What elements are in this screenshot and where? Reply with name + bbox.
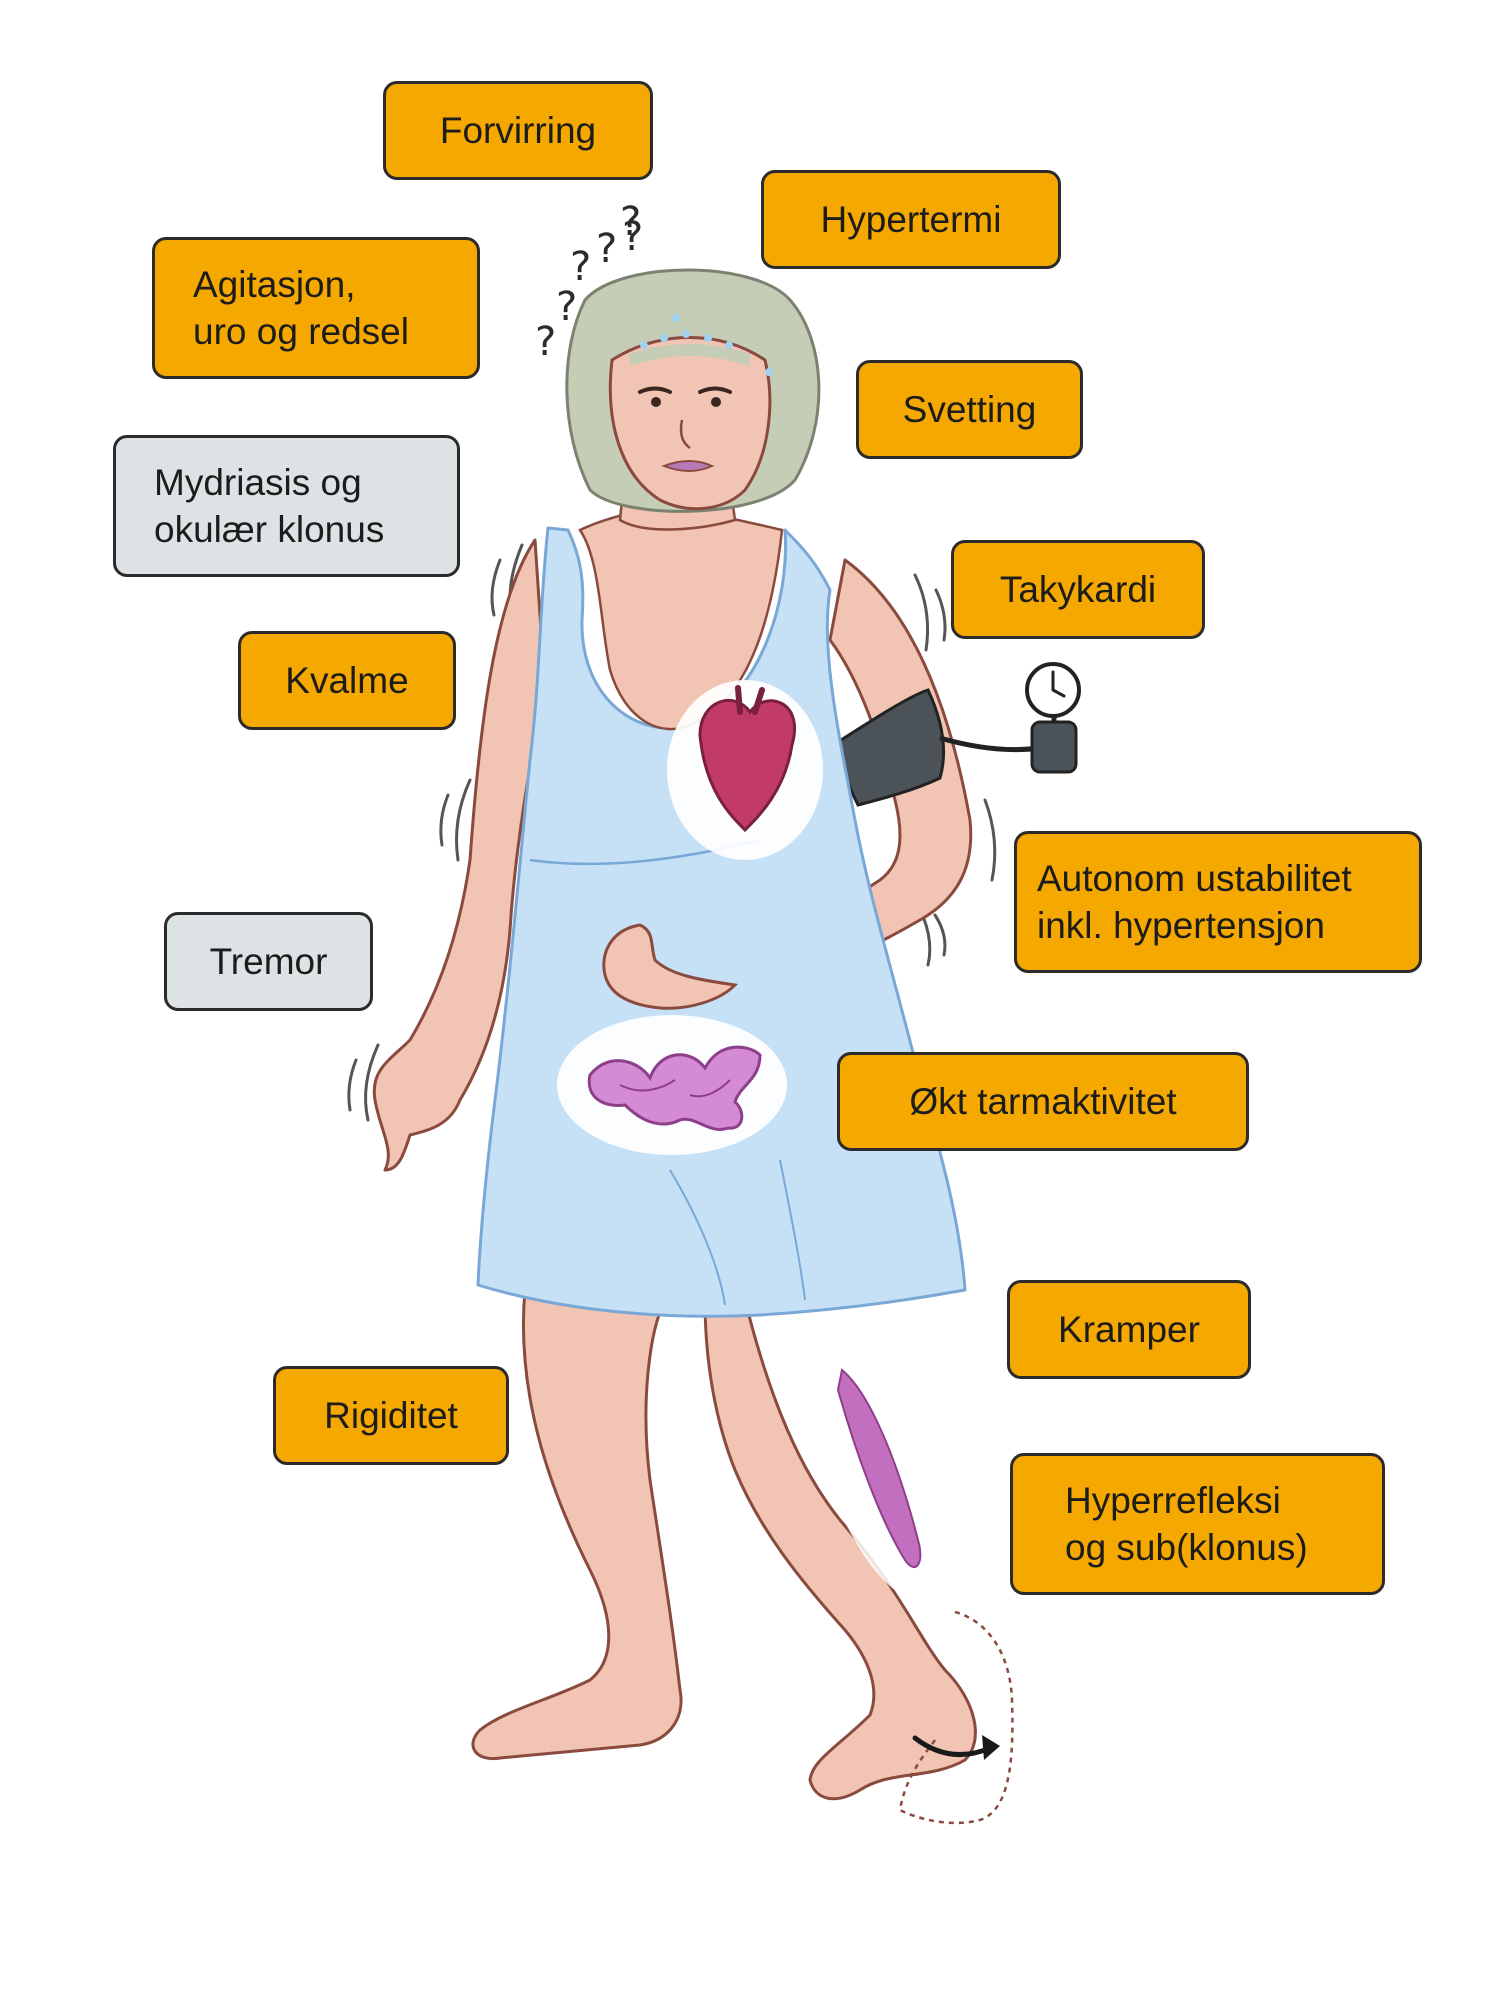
question-mark: ? bbox=[535, 319, 556, 365]
label-rigiditet: Rigiditet bbox=[273, 1366, 509, 1465]
intestine-icon bbox=[557, 1015, 787, 1155]
label-text: Rigiditet bbox=[324, 1395, 458, 1436]
question-mark: ? bbox=[556, 284, 577, 330]
question-mark: ? bbox=[596, 226, 617, 272]
question-mark: ? bbox=[570, 244, 591, 290]
gauge-clock-icon bbox=[1025, 662, 1081, 718]
tremor-motion-lines bbox=[347, 543, 997, 1122]
label-hypertermi: Hypertermi bbox=[761, 170, 1061, 269]
label-kramper: Kramper bbox=[1007, 1280, 1251, 1379]
label-line-1: Autonom ustabilitet bbox=[1037, 858, 1352, 899]
label-text: Tremor bbox=[209, 941, 328, 982]
label-text: Takykardi bbox=[999, 569, 1157, 610]
question-mark: ? bbox=[620, 199, 641, 245]
label-line-2: inkl. hypertensjon bbox=[1037, 905, 1325, 946]
label-text: Hypertermi bbox=[820, 199, 1002, 240]
sweat-drops-icon bbox=[640, 313, 773, 376]
foot-reflex-arrow-icon bbox=[912, 1735, 1000, 1760]
label-line-2: og sub(klonus) bbox=[1065, 1527, 1308, 1568]
heart-icon bbox=[667, 680, 823, 860]
label-autonom: Autonom ustabilitet inkl. hypertensjon bbox=[1014, 831, 1422, 973]
label-takykardi: Takykardi bbox=[951, 540, 1205, 639]
label-text: Økt tarmaktivitet bbox=[909, 1081, 1177, 1122]
label-okt-tarmaktivitet: Økt tarmaktivitet bbox=[837, 1052, 1249, 1151]
label-text: Svetting bbox=[902, 389, 1037, 430]
label-line-1: Agitasjon, bbox=[193, 264, 356, 305]
label-svetting: Svetting bbox=[856, 360, 1083, 459]
left-leg bbox=[471, 1288, 683, 1761]
label-kvalme: Kvalme bbox=[238, 631, 456, 730]
calf-muscle-icon bbox=[810, 1342, 940, 1598]
label-text: Forvirring bbox=[439, 110, 597, 151]
hand bbox=[602, 923, 739, 1010]
label-agitasjon: Agitasjon, uro og redsel bbox=[152, 237, 480, 379]
label-tremor: Tremor bbox=[164, 912, 373, 1011]
label-text: Kvalme bbox=[285, 660, 409, 701]
label-hyperrefleksi: Hyperrefleksi og sub(klonus) bbox=[1010, 1453, 1385, 1595]
label-line-1: Hyperrefleksi bbox=[1065, 1480, 1281, 1521]
label-mydriasis: Mydriasis og okulær klonus bbox=[113, 435, 460, 577]
question-marks-icon: ? ? ? ? ? ? bbox=[535, 199, 643, 365]
blood-pressure-cuff-icon bbox=[836, 688, 1078, 807]
head bbox=[565, 268, 821, 513]
label-line-1: Mydriasis og bbox=[154, 462, 362, 503]
label-text: Kramper bbox=[1058, 1309, 1200, 1350]
question-mark: ? bbox=[622, 214, 643, 260]
label-line-2: okulær klonus bbox=[154, 509, 385, 550]
ghost-foot-outline bbox=[898, 1610, 1014, 1825]
label-line-2: uro og redsel bbox=[193, 311, 409, 352]
left-arm bbox=[372, 538, 547, 1172]
label-forvirring: Forvirring bbox=[383, 81, 653, 180]
